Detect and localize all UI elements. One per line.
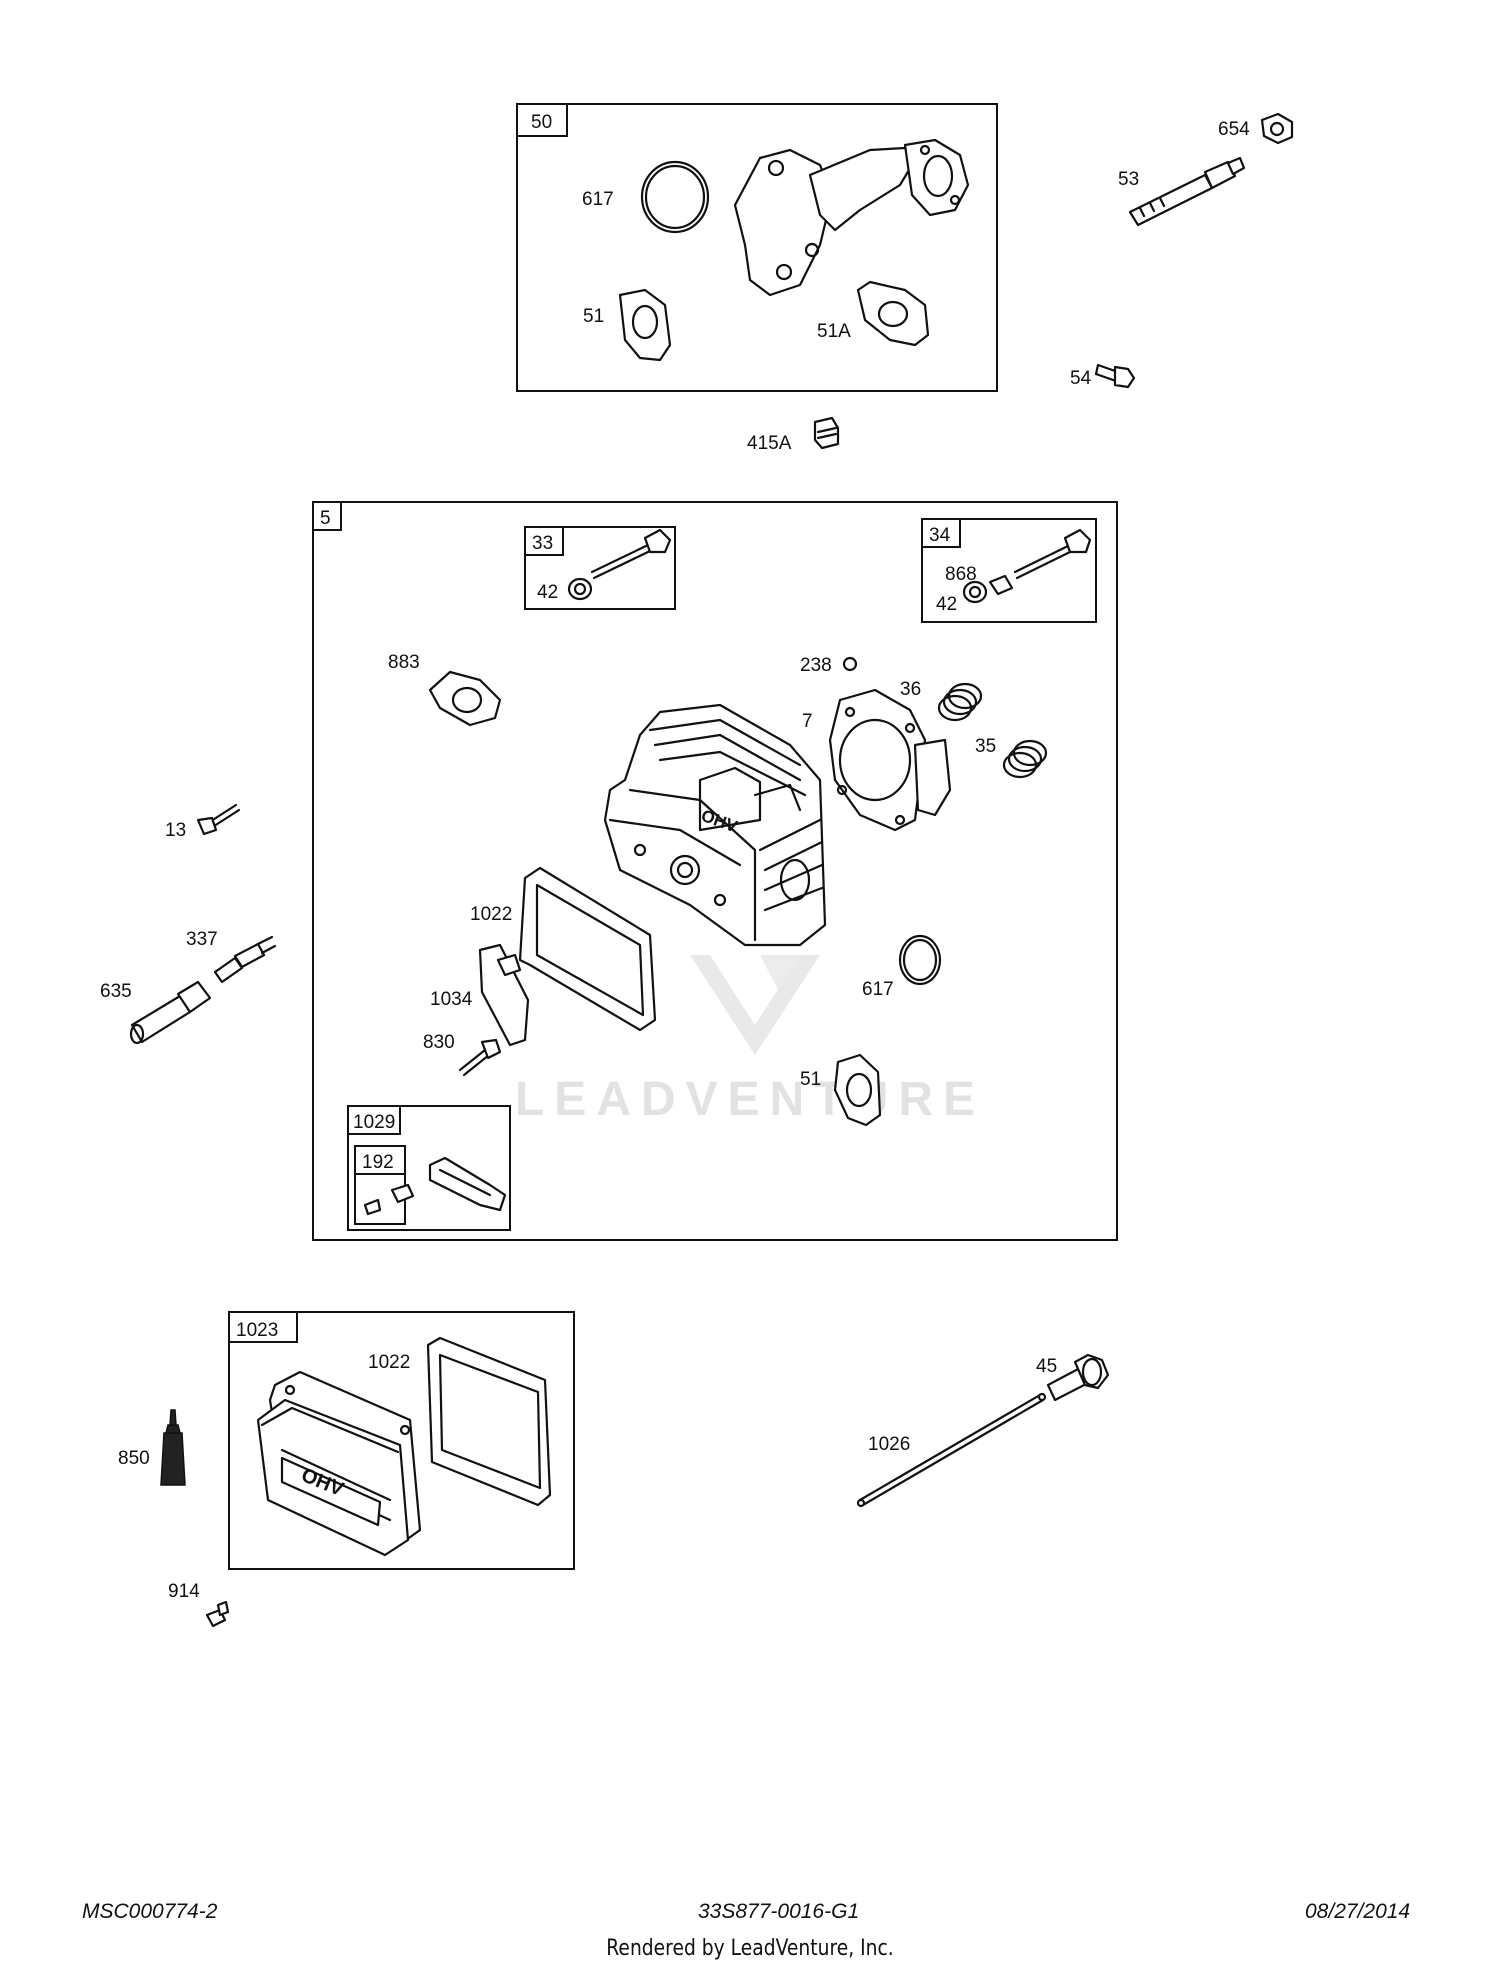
part-36-spring[interactable] — [937, 682, 983, 722]
part-35-spring[interactable] — [1002, 739, 1048, 779]
label-617-b: 617 — [862, 979, 894, 1000]
rendered-by-note: Rendered by LeadVenture, Inc. — [606, 1936, 894, 1961]
label-36: 36 — [900, 679, 921, 700]
label-883: 883 — [388, 652, 420, 673]
part-33-valve[interactable] — [590, 528, 672, 580]
part-883-gasket[interactable] — [428, 670, 502, 727]
part-1029-rocker-arm[interactable] — [428, 1156, 507, 1212]
label-654: 654 — [1218, 119, 1250, 140]
part-238-pin[interactable] — [842, 656, 858, 672]
label-914: 914 — [168, 1581, 200, 1602]
label-51A: 51A — [817, 321, 851, 342]
label-35: 35 — [975, 736, 996, 757]
box-label-50: 50 — [531, 112, 552, 133]
box-label-1023: 1023 — [236, 1320, 278, 1341]
part-1026-push-rod[interactable] — [856, 1392, 1047, 1508]
part-914-screw[interactable] — [205, 1600, 230, 1628]
part-45-lifter[interactable] — [1046, 1353, 1110, 1402]
label-53: 53 — [1118, 169, 1139, 190]
part-42-seal-b[interactable] — [962, 580, 988, 604]
part-192-adjuster[interactable] — [363, 1183, 415, 1216]
label-54: 54 — [1070, 368, 1092, 389]
part-1023-rocker-cover[interactable]: OHV — [256, 1370, 422, 1557]
label-868: 868 — [945, 564, 977, 585]
part-654-nut[interactable] — [1260, 112, 1294, 145]
part-415A-plug[interactable] — [813, 416, 840, 450]
part-868-retainer[interactable] — [988, 574, 1014, 596]
label-13: 13 — [165, 820, 186, 841]
label-51-b: 51 — [800, 1069, 821, 1090]
part-635-spark-plug-boot[interactable] — [129, 980, 212, 1045]
part-7-head-gasket[interactable] — [828, 688, 952, 832]
part-617-oring-b[interactable] — [898, 934, 942, 986]
part-850-sealant[interactable] — [160, 1409, 186, 1486]
label-617-top: 617 — [582, 189, 614, 210]
box-label-192: 192 — [362, 1152, 394, 1173]
footer-diagram-id: MSC000774-2 — [82, 1900, 218, 1923]
part-53-stud[interactable] — [1128, 156, 1246, 227]
footer-date: 08/27/2014 — [1305, 1900, 1411, 1923]
label-635: 635 — [100, 981, 132, 1002]
label-238: 238 — [800, 655, 832, 676]
label-51-top: 51 — [583, 306, 604, 327]
label-42-b: 42 — [936, 594, 957, 615]
part-1022-gasket-b[interactable] — [426, 1336, 552, 1507]
label-42-a: 42 — [537, 582, 558, 603]
watermark: LEADVENTURE — [515, 955, 985, 1126]
label-415A: 415A — [747, 433, 792, 454]
label-7: 7 — [802, 711, 813, 732]
part-5-cylinder-head[interactable]: OHV — [603, 703, 827, 947]
part-337-spark-plug[interactable] — [213, 935, 277, 984]
label-1022-b: 1022 — [368, 1352, 410, 1373]
part-1034-breather[interactable] — [478, 943, 530, 1047]
part-830-screw[interactable] — [458, 1038, 502, 1077]
group-50: 50 617 51 51A — [516, 103, 998, 392]
box-label-34: 34 — [929, 525, 951, 546]
label-1034: 1034 — [430, 989, 473, 1010]
part-1022-gasket-a[interactable] — [518, 866, 657, 1032]
label-337: 337 — [186, 929, 218, 950]
part-51-gasket-b[interactable] — [833, 1053, 882, 1127]
label-850: 850 — [118, 1448, 150, 1469]
part-42-seal-a[interactable] — [567, 577, 593, 601]
part-13-bolt[interactable] — [196, 803, 241, 836]
part-51-gasket-top[interactable] — [618, 288, 672, 362]
group-1023: 1023 OHV 1022 — [228, 1311, 575, 1570]
box-label-5: 5 — [320, 508, 331, 529]
label-830: 830 — [423, 1032, 455, 1053]
watermark-text: LEADVENTURE — [515, 1073, 985, 1126]
part-54-bolt[interactable] — [1094, 363, 1136, 389]
footer-part-number: 33S877-0016-G1 — [698, 1900, 860, 1923]
label-1022-a: 1022 — [470, 904, 512, 925]
part-51A-gasket[interactable] — [856, 280, 930, 347]
part-50-intake-manifold[interactable] — [733, 138, 970, 297]
part-617-oring[interactable] — [640, 160, 710, 234]
label-45: 45 — [1036, 1356, 1057, 1377]
label-1026: 1026 — [868, 1434, 910, 1455]
group-5: 5 33 42 34 868 42 — [312, 501, 1118, 1241]
box-label-1029: 1029 — [353, 1112, 395, 1133]
part-34-valve[interactable] — [1013, 528, 1092, 580]
box-label-33: 33 — [532, 533, 553, 554]
